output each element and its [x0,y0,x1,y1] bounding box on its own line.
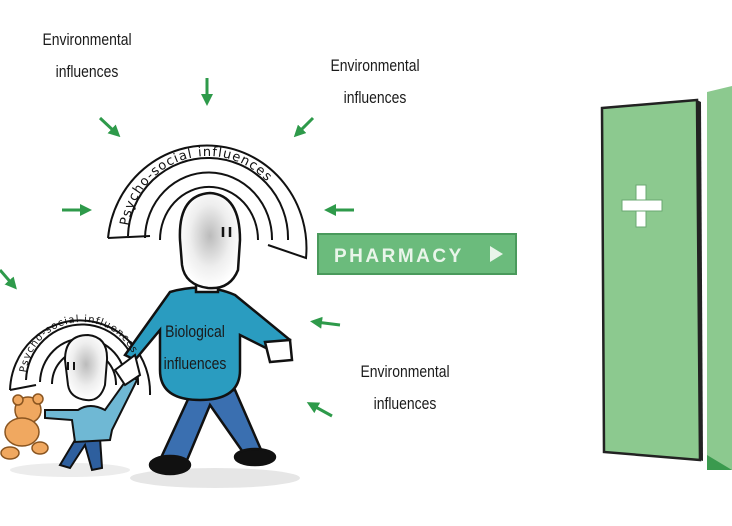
arrow-icon [310,316,341,329]
label-line: Environmental [360,362,450,381]
label-line: Environmental [330,56,420,75]
teddy-bear [0,393,49,460]
adult-eyes [221,227,232,237]
arrow-icon [306,402,333,418]
label-line: influences [343,88,407,107]
arrow-icon [0,269,17,290]
biological-influences-label: Biological influences [142,316,249,380]
pharmacy-cross-icon [621,184,663,228]
environmental-influences-label: Environmental influences [352,356,459,420]
environmental-influences-label: Environmental influences [322,50,429,114]
play-triangle-icon [490,246,503,262]
arrow-icon [98,116,121,138]
label-line: Biological [165,322,225,341]
environment-arrows [0,78,354,418]
pharmacy-door [600,86,732,470]
child-eyes [67,362,75,370]
adult-figure [123,191,294,476]
label-line: influences [163,354,227,373]
pharmacy-sign: PHARMACY [317,233,517,275]
label-line: influences [373,394,437,413]
child-figure [44,333,142,472]
label-line: Environmental [42,30,132,49]
arrow-icon [293,116,315,138]
label-line: influences [55,62,119,81]
pharmacy-sign-text: PHARMACY [334,246,464,267]
environmental-influences-label: Environmental influences [34,24,141,88]
psycho-social-arcs-adult [107,144,308,260]
